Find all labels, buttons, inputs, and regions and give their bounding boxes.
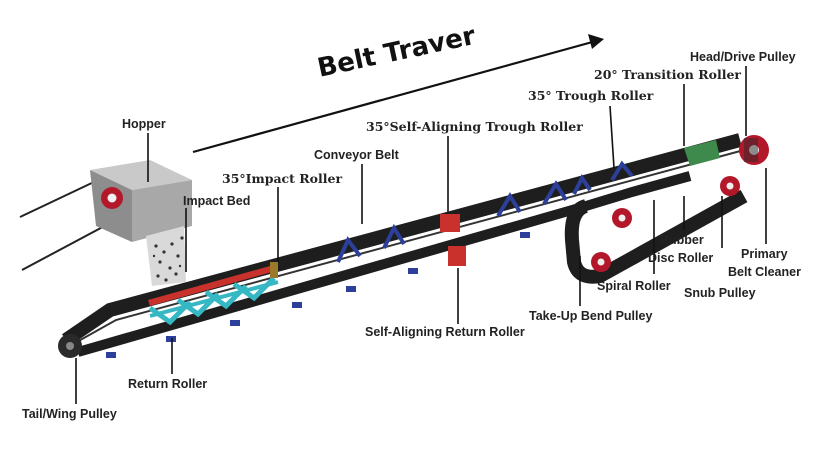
impact-bed-label: Impact Bed: [183, 194, 251, 208]
spiral-roller-label: Spiral Roller: [597, 279, 671, 293]
hopper-label: Hopper: [122, 117, 166, 131]
takeup-pulley-label: Take-Up Bend Pulley: [529, 309, 653, 323]
return-idlers: [106, 232, 530, 358]
leader-lines: [75, 66, 767, 404]
transition-roller-label: 20° Transition Roller: [594, 67, 742, 82]
trough-roller-label: 35° Trough Roller: [528, 88, 654, 103]
rubber-disc-label-line1: Rubber: [660, 233, 704, 247]
self-aligning-return-label: Self-Aligning Return Roller: [365, 325, 525, 339]
direction-arrow: [192, 34, 604, 154]
primary-cleaner-label-line2: Belt Cleaner: [728, 265, 801, 279]
trough-idlers: [336, 160, 634, 263]
impact-bed: [148, 262, 279, 326]
transition-roller: [684, 140, 720, 166]
head-pulley-label: Head/Drive Pulley: [690, 50, 796, 64]
snub-pulley-label: Snub Pulley: [684, 286, 756, 300]
feed-lines: [19, 180, 113, 271]
tail-pulley-label: Tail/Wing Pulley: [22, 407, 117, 421]
pulleys: [58, 135, 769, 358]
rubber-disc-label-line2: Disc Roller: [648, 251, 714, 265]
hopper: [90, 160, 192, 286]
impact-roller-label: 35°Impact Roller: [222, 171, 343, 186]
return-roller-label: Return Roller: [128, 377, 208, 391]
return-belt: [76, 171, 748, 357]
self-aligning-rollers: [440, 214, 466, 266]
primary-cleaner-label-line1: Primary: [741, 247, 788, 261]
self-aligning-trough-label: 35°Self-Aligning Trough Roller: [366, 119, 583, 134]
conveyor-belt-strip: [62, 133, 745, 349]
conveyor-belt-label: Conveyor Belt: [314, 148, 399, 162]
